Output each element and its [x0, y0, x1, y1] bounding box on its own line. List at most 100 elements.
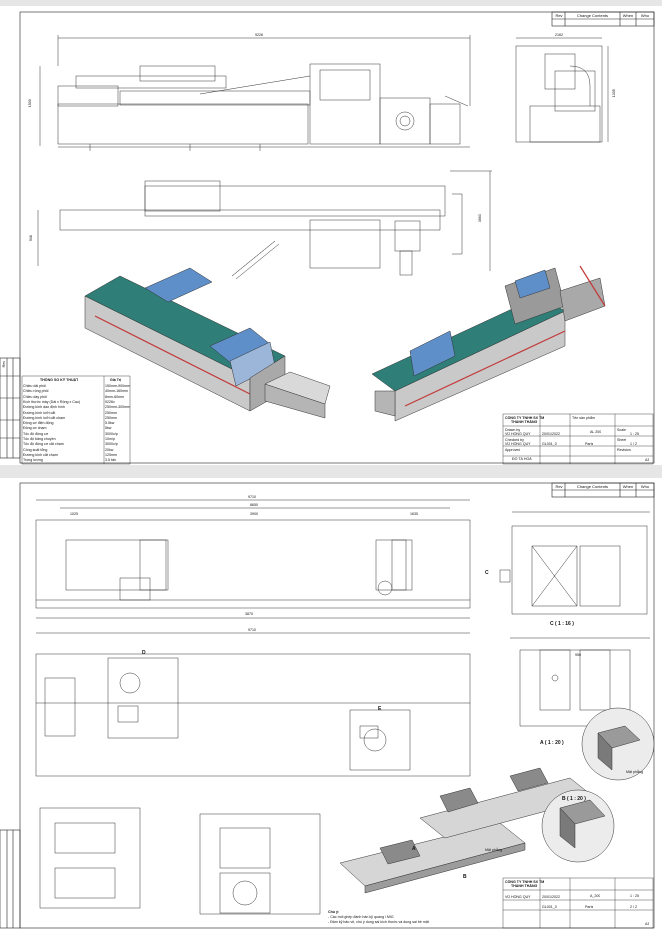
spec-row-label: Công suất tổng — [23, 447, 48, 452]
spec-row-value: 250mm — [105, 410, 117, 415]
dim-right-2: 1635 — [410, 512, 418, 516]
spec-row-value: 3000v/p — [105, 431, 118, 436]
sheet-label: Sheet — [617, 438, 627, 442]
notes-title: Chú ý: — [328, 910, 340, 914]
product-name-2: A_200 — [590, 894, 601, 898]
title-block-grid — [502, 413, 654, 465]
detail-b-title: B ( 1 : 20 ) — [562, 796, 586, 802]
paper-format: A3 — [645, 458, 650, 462]
dim-end-width: 2162 — [555, 33, 563, 37]
dim-height: 1500 — [27, 99, 32, 108]
drawn-by: VŨ HỒNG QUÝ — [505, 432, 531, 436]
spec-row-label: Đường kính lưỡi cắt — [23, 410, 56, 415]
notes-line-1: - Các mối ghép đánh hàn kỹ quang / MIG — [328, 915, 394, 919]
spec-row-label: Tốc độ động cơ — [23, 431, 49, 436]
company-name: CÔNG TY TNHH SX TM — [505, 416, 545, 420]
spec-row-value: 10m/p — [105, 437, 115, 441]
part-name-2: Parts — [585, 905, 594, 909]
revision-col-change: Change Contents — [576, 13, 609, 18]
spec-row-value: 20kw — [105, 447, 114, 452]
sheet-2-linework — [0, 482, 655, 929]
isometric-base-frame — [339, 767, 596, 894]
spec-row-label: Chiều dài phôi — [23, 384, 46, 388]
plan-view — [37, 170, 492, 280]
spec-row-label: Động cơ điện động — [23, 421, 54, 426]
detail-views-bottom — [39, 807, 321, 915]
callout-a: A — [412, 846, 416, 852]
company-name-2: THÀNH THẮNG — [511, 420, 538, 424]
section-c-title: C ( 1 : 16 ) — [550, 621, 574, 627]
spec-row-value: 9226x — [105, 399, 115, 404]
sheet-1-border — [19, 11, 655, 464]
spec-table-grid — [21, 375, 131, 465]
title-block-grid-2 — [502, 877, 654, 929]
detail-a-title: A ( 1 : 20 ) — [540, 740, 564, 746]
detail-e-label: E — [378, 706, 382, 712]
revision-col-change-2: Change Contents — [576, 484, 609, 489]
revision-col-rev: Rev — [555, 13, 563, 18]
spec-row-label: Đường kính lưỡi cắt chạm — [23, 415, 66, 420]
sheet-number-2: 2 / 2 — [630, 905, 637, 909]
dim-plan-width: 3663 — [477, 214, 482, 223]
frame-front-view — [35, 499, 471, 619]
notes-line-2: - Đảm kỹ bảo vệ, chú ý dung sai kích thư… — [328, 920, 429, 924]
revision-col-who: Who — [640, 13, 650, 18]
dim-plan-depth: 938 — [28, 235, 33, 242]
drawn-date: 20/01/2022 — [542, 432, 560, 436]
checked-label: Checked by — [505, 438, 524, 442]
drawing-sheet-2: Rev Change Contents When Who 9710 8650 1… — [0, 478, 662, 932]
spec-row-label: Kích thước máy (Dài x Rộng x Cao) — [23, 399, 81, 404]
side-rev-label: Rev — [2, 361, 6, 368]
sheet-number: 1 / 2 — [630, 442, 637, 446]
surface-note-right: Mặt phẳng — [626, 770, 643, 774]
drawn-by-2: VŨ HỒNG QUÝ — [505, 895, 531, 899]
part-name: Parts — [585, 442, 594, 446]
revision-col-rev-2: Rev — [555, 484, 563, 489]
dim-span-1: 3870 — [245, 612, 253, 616]
company-name-sheet-2: CÔNG TY TNHH SX TM — [505, 880, 545, 884]
sheet-1-linework — [0, 11, 655, 465]
spec-row-value: 5kw — [105, 426, 112, 431]
dim-end-width-2: 950 — [575, 653, 581, 657]
approved-by: ĐỖ TÁ HOÀ — [512, 457, 532, 461]
spec-row-value: 8mm-60mm — [105, 394, 125, 399]
isometric-view-left — [84, 240, 331, 419]
dim-overall-length: 9226 — [255, 33, 263, 37]
checked-by: VŨ HỒNG QUÝ — [505, 442, 531, 446]
section-arrow-c: C — [485, 570, 489, 576]
product-name: AL 200 — [590, 430, 602, 434]
spec-table-value-header: Giá Trị — [110, 378, 122, 382]
side-elevation-view — [39, 35, 471, 151]
spec-row-label: Đường kính dao định hình — [23, 405, 65, 410]
dim-left-2: 1025 — [70, 512, 78, 516]
revision-col-when-2: When — [622, 484, 634, 489]
spec-row-label: Chiều dày phôi — [23, 394, 47, 399]
section-c-view — [510, 637, 650, 727]
drawing-number: GL001_0 — [542, 442, 557, 446]
spec-row-value: 3.5 tấn — [105, 458, 116, 463]
spec-row-value: 150mm-900mm — [105, 384, 130, 388]
callout-b: B — [463, 874, 467, 880]
revision-col-when: When — [622, 13, 634, 18]
spec-row-label: Tốc độ băng chuyền — [23, 437, 56, 441]
spec-row-label: Trọng lượng — [23, 458, 43, 463]
spec-row-label: Tốc độ động cơ cắt chạm — [23, 442, 64, 447]
spec-row-value: 125mm — [105, 452, 117, 457]
approved-label: Approved — [505, 448, 521, 452]
spec-table-title: THÔNG SỐ KỸ THUẬT — [40, 378, 79, 382]
detail-a-circle — [581, 707, 655, 781]
dim-depth: 1305 — [611, 89, 616, 98]
drawn-label: Drawn by — [505, 428, 521, 432]
drawing-sheet-1: Rev Change Contents When Who 9226 1500 2… — [0, 6, 662, 465]
spec-row-value: 40mm-160mm — [105, 389, 129, 394]
name-label: Tên sản phẩm — [572, 416, 595, 420]
isometric-view-right — [371, 265, 606, 422]
spec-row-label: Đường kính cắt chạm — [23, 452, 58, 457]
spec-row-value: 250mm — [105, 415, 117, 420]
dim-mid-2: 3900 — [250, 512, 258, 516]
spec-row-value: 3000v/p — [105, 442, 118, 447]
spec-row-value: 250mm-300mm — [105, 405, 130, 410]
spec-row-label: Động cơ chạm — [23, 426, 47, 431]
paper-format-2: A3 — [645, 922, 650, 926]
revision-col-who-2: Who — [640, 484, 650, 489]
